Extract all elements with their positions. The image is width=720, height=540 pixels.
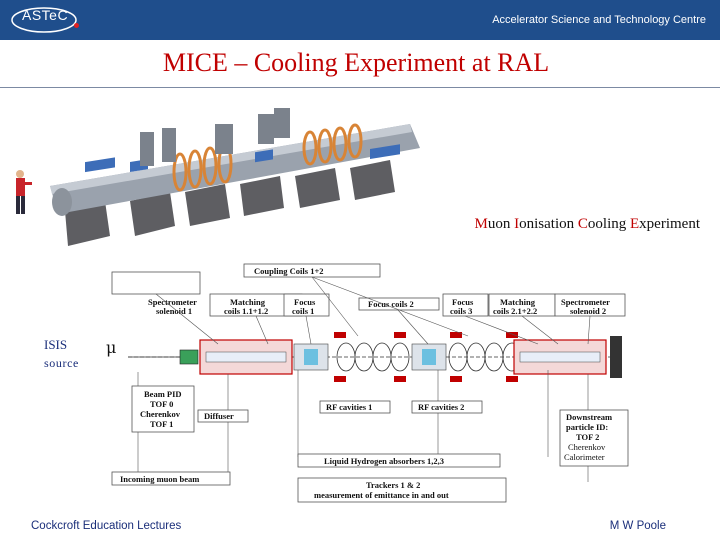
label-spec1-a: Spectrometer bbox=[148, 297, 197, 307]
label-focus2: Focus coils 2 bbox=[368, 299, 414, 309]
label-focus1-a: Focus bbox=[294, 297, 316, 307]
label-focus3-a: Focus bbox=[452, 297, 474, 307]
label-spec2-a: Spectrometer bbox=[561, 297, 610, 307]
label-downstream-d: Cherenkov bbox=[568, 442, 606, 452]
label-spec2-b: solenoid 2 bbox=[570, 306, 606, 316]
absorber-1 bbox=[304, 349, 318, 365]
label-trackers-a: Trackers 1 & 2 bbox=[366, 480, 420, 490]
acronym-i: I bbox=[514, 216, 520, 232]
label-beampid-a: Beam PID bbox=[144, 389, 182, 399]
rf-cavities-1 bbox=[336, 342, 410, 372]
slide-title: MICE – Cooling Experiment at RAL bbox=[162, 48, 550, 77]
label-focus3-b: coils 3 bbox=[450, 306, 472, 316]
label-rf-cavities-2: RF cavities 2 bbox=[418, 402, 464, 412]
label-downstream-b: particle ID: bbox=[566, 422, 608, 432]
person-figure bbox=[16, 170, 32, 214]
footer-left: Cockcroft Education Lectures bbox=[31, 520, 182, 532]
label-diffuser: Diffuser bbox=[204, 411, 234, 421]
footer-right: M W Poole bbox=[609, 520, 666, 532]
mice-acronym: Muon Ionisation Cooling Experiment bbox=[380, 216, 700, 233]
label-coupling-coils: Coupling Coils 1+2 bbox=[254, 266, 324, 276]
acronym-c: C bbox=[577, 216, 588, 232]
cryo-towers bbox=[140, 108, 290, 166]
logo-dot bbox=[74, 23, 79, 28]
astec-logo bbox=[11, 7, 77, 33]
organization-name: Accelerator Science and Technology Centr… bbox=[492, 14, 706, 26]
label-spec1-b: solenoid 1 bbox=[156, 306, 192, 316]
isis-line-2: source bbox=[44, 356, 79, 370]
acronym-word-4: xperiment bbox=[639, 216, 700, 232]
support-stands bbox=[65, 160, 395, 246]
label-trackers-b: measurement of emittance in and out bbox=[314, 490, 449, 500]
acronym-word-3: ooling bbox=[587, 216, 630, 232]
acronym-word-2: onisation bbox=[519, 216, 578, 232]
acronym-word-1: uon bbox=[487, 216, 515, 232]
label-downstream-e: Calorimeter bbox=[564, 452, 605, 462]
title-area: MICE – Cooling Experiment at RAL bbox=[0, 44, 720, 88]
logo-text: ASTeC bbox=[22, 7, 69, 23]
label-match1-b: coils 1.1+1.2 bbox=[224, 306, 268, 316]
label-beampid-b: TOF 0 bbox=[150, 399, 173, 409]
label-beampid-d: TOF 1 bbox=[150, 419, 173, 429]
mice-3d-render bbox=[16, 108, 420, 246]
label-beampid-c: Cherenkov bbox=[140, 409, 181, 419]
header-bar: ASTeC Accelerator Science and Technology… bbox=[0, 0, 720, 40]
label-match2-b: coils 2.1+2.2 bbox=[493, 306, 537, 316]
acronym-m: M bbox=[474, 216, 488, 232]
label-lh2-absorbers: Liquid Hydrogen absorbers 1,2,3 bbox=[324, 456, 444, 466]
label-match1-a: Matching bbox=[230, 297, 266, 307]
label-downstream-c: TOF 2 bbox=[576, 432, 599, 442]
label-focus1-b: coils 1 bbox=[292, 306, 314, 316]
end-cap bbox=[52, 188, 72, 216]
label-rf-cavities-1: RF cavities 1 bbox=[326, 402, 372, 412]
label-incoming-beam: Incoming muon beam bbox=[120, 474, 199, 484]
absorber-2 bbox=[422, 349, 436, 365]
isis-source-label: ISIS source bbox=[44, 335, 79, 373]
label-downstream-a: Downstream bbox=[566, 412, 612, 422]
isis-line-1: ISIS bbox=[44, 337, 68, 352]
acronym-e: E bbox=[630, 216, 640, 232]
tof-detector bbox=[179, 349, 199, 365]
muon-symbol: μ bbox=[106, 338, 116, 357]
downstream-detector bbox=[610, 336, 622, 378]
label-match2-a: Matching bbox=[500, 297, 536, 307]
mice-schematic: μ Coupling Coils 1+2 Spectrometer soleno… bbox=[106, 263, 629, 503]
